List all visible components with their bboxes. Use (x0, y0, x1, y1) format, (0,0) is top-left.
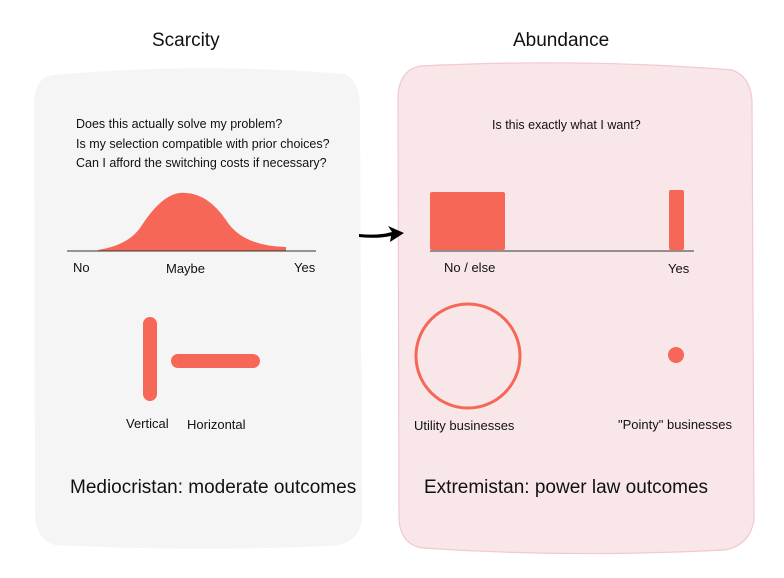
horizontal-label: Horizontal (187, 417, 246, 432)
scarcity-question-2: Is my selection compatible with prior ch… (76, 137, 330, 151)
axis-label-maybe: Maybe (166, 261, 206, 276)
horizontal-bar (171, 354, 260, 368)
scarcity-panel (34, 68, 362, 549)
pointy-businesses-label: "Pointy" businesses (618, 417, 733, 432)
arrow-icon (359, 226, 404, 242)
extremistan-caption: Extremistan: power law outcomes (424, 477, 709, 498)
utility-circle (414, 302, 522, 410)
vertical-label: Vertical (126, 416, 169, 431)
yes-bar (669, 190, 684, 250)
abundance-question: Is this exactly what I want? (492, 118, 641, 132)
axis-label-no: No (73, 260, 90, 275)
scarcity-question-1: Does this actually solve my problem? (76, 117, 283, 131)
mediocristan-caption: Mediocristan: moderate outcomes (70, 477, 357, 498)
axis-label-yes-right: Yes (668, 261, 690, 276)
pointy-dot (668, 347, 684, 363)
scarcity-heading: Scarcity (152, 30, 220, 51)
axis-label-yes: Yes (294, 260, 316, 275)
scarcity-question-3: Can I afford the switching costs if nece… (76, 156, 327, 170)
vertical-bar (143, 317, 157, 401)
abundance-heading: Abundance (513, 30, 610, 51)
bell-curve (98, 192, 286, 251)
abundance-panel (397, 62, 755, 555)
no-else-block (430, 192, 505, 250)
axis-label-no-else: No / else (444, 260, 496, 275)
utility-businesses-label: Utility businesses (414, 418, 515, 433)
